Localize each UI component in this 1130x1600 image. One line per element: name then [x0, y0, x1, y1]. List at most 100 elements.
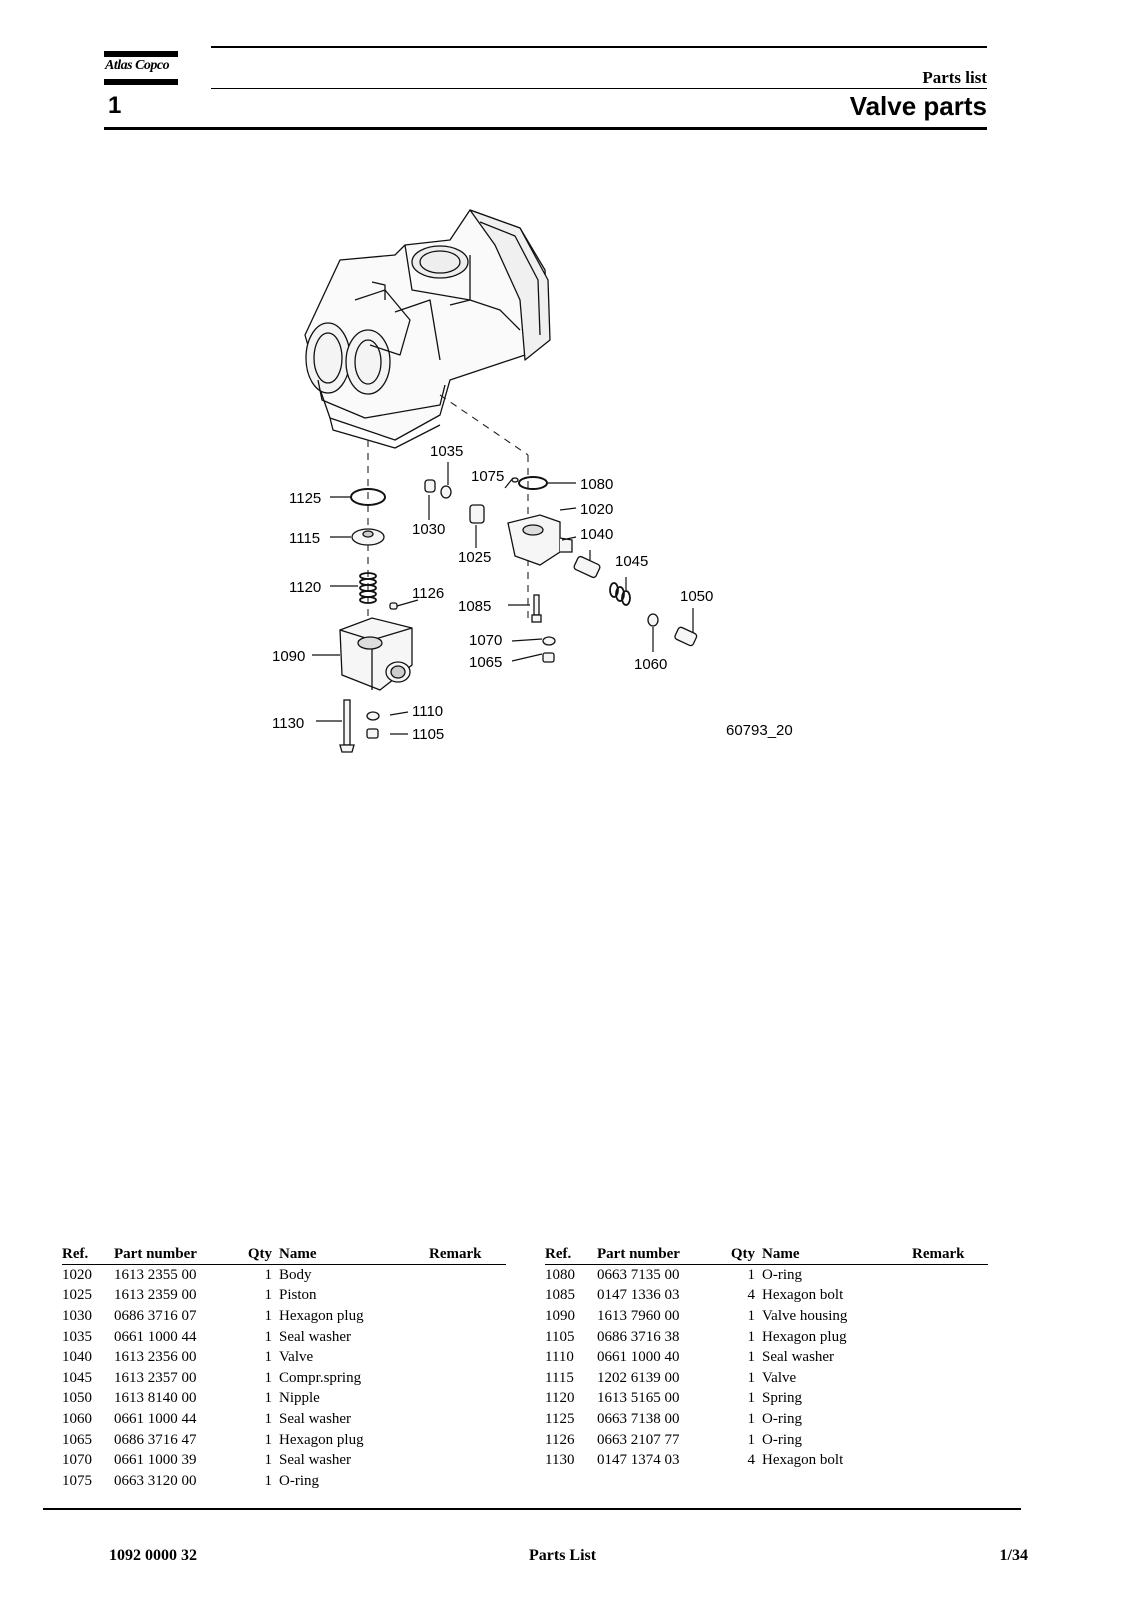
cell-name: Hexagon plug: [279, 1431, 364, 1448]
cell-qty: 4: [747, 1287, 756, 1304]
cell-qty: 1: [264, 1307, 273, 1324]
cell-name: Piston: [279, 1287, 317, 1304]
callout-1105: 1105: [412, 726, 444, 743]
atlas-copco-logo: Atlas Copco: [104, 51, 178, 87]
cell-qty: 1: [747, 1369, 756, 1386]
cell-part-number: 0147 1374 03: [597, 1452, 680, 1469]
cell-remark: [429, 1286, 506, 1307]
callout-1050: 1050: [680, 588, 713, 605]
callout-1070: 1070: [469, 632, 502, 649]
document-type: Parts list: [922, 68, 987, 87]
cell-ref: 1075: [62, 1472, 92, 1489]
callout-labels: 1035 1075 1080 1125 1020 1115 1030 1040 …: [272, 443, 793, 743]
callout-1065: 1065: [469, 654, 502, 671]
leader-lines: [312, 462, 694, 735]
header-name: Name: [277, 1245, 429, 1265]
header-qty: Qty: [725, 1245, 760, 1265]
callout-1085: 1085: [458, 598, 491, 615]
callout-1030: 1030: [412, 521, 445, 538]
cell-remark: [912, 1450, 988, 1471]
header-rule-top: [211, 46, 987, 48]
cell-name: Body: [279, 1266, 312, 1283]
cell-name: Spring: [762, 1390, 803, 1407]
figure-id: 60793_20: [726, 722, 793, 739]
callout-1130: 1130: [272, 715, 304, 732]
cell-ref: 1110: [545, 1349, 574, 1366]
cell-part-number: 1613 2355 00: [114, 1266, 197, 1283]
footer-doc-title: Parts List: [529, 1547, 597, 1564]
footer-doc-number: 1092 0000 32: [109, 1547, 197, 1564]
cell-qty: 1: [264, 1472, 273, 1489]
cell-remark: [912, 1430, 988, 1451]
cell-name: Hexagon plug: [762, 1328, 847, 1345]
cell-name: Hexagon plug: [279, 1307, 364, 1324]
cell-qty: 1: [264, 1410, 273, 1427]
cell-part-number: 0661 1000 44: [114, 1410, 197, 1427]
callout-1045: 1045: [615, 553, 648, 570]
cell-ref: 1065: [62, 1431, 92, 1448]
table-row: 1120 1613 5165 00 1 Spring: [545, 1389, 988, 1410]
cell-qty: 1: [747, 1390, 756, 1407]
callout-1035: 1035: [430, 443, 463, 460]
page-title: Valve parts: [849, 91, 987, 121]
cell-part-number: 0663 2107 77: [597, 1431, 680, 1448]
cell-name: Valve: [762, 1369, 797, 1386]
cell-remark: [429, 1389, 506, 1410]
cell-remark: [912, 1265, 988, 1286]
cell-ref: 1085: [545, 1287, 575, 1304]
header-ref: Ref.: [545, 1245, 597, 1265]
cell-ref: 1045: [62, 1369, 92, 1386]
cell-qty: 1: [264, 1452, 273, 1469]
cell-ref: 1105: [545, 1328, 575, 1345]
cell-ref: 1120: [545, 1390, 575, 1407]
valve-components: [339, 476, 698, 753]
footer-page-number: 1/34: [999, 1547, 1028, 1564]
cell-part-number: 1613 2359 00: [114, 1287, 197, 1304]
callout-1125: 1125: [289, 490, 321, 507]
cell-part-number: 1613 5165 00: [597, 1390, 680, 1407]
header-remark: Remark: [912, 1245, 988, 1265]
header-rule-middle: [211, 88, 987, 89]
cell-name: Compr.spring: [279, 1369, 362, 1386]
cell-qty: 1: [264, 1287, 273, 1304]
cell-part-number: 0663 3120 00: [114, 1472, 197, 1489]
cell-ref: 1070: [62, 1452, 92, 1469]
cell-qty: 1: [747, 1349, 756, 1366]
cell-ref: 1126: [545, 1431, 575, 1448]
cell-name: O-ring: [762, 1266, 802, 1283]
logo-text: Atlas Copco: [105, 58, 170, 73]
cell-remark: [429, 1450, 506, 1471]
cell-remark: [429, 1409, 506, 1430]
cell-name: Hexagon bolt: [762, 1287, 844, 1304]
callout-1080: 1080: [580, 476, 613, 493]
table-header-row: Ref. Part number Qty Name Remark: [545, 1245, 988, 1265]
table-row: 1075 0663 3120 00 1 O-ring: [62, 1471, 506, 1492]
cell-name: O-ring: [762, 1410, 802, 1427]
cell-remark: [912, 1409, 988, 1430]
compressor-housing: [304, 209, 551, 449]
cell-qty: 1: [747, 1328, 756, 1345]
callout-1126: 1126: [412, 585, 444, 602]
cell-ref: 1030: [62, 1307, 92, 1324]
cell-qty: 1: [264, 1390, 273, 1407]
cell-name: O-ring: [279, 1472, 319, 1489]
cell-name: Valve housing: [762, 1307, 848, 1324]
cell-remark: [429, 1430, 506, 1451]
cell-qty: 4: [747, 1452, 756, 1469]
cell-remark: [429, 1368, 506, 1389]
